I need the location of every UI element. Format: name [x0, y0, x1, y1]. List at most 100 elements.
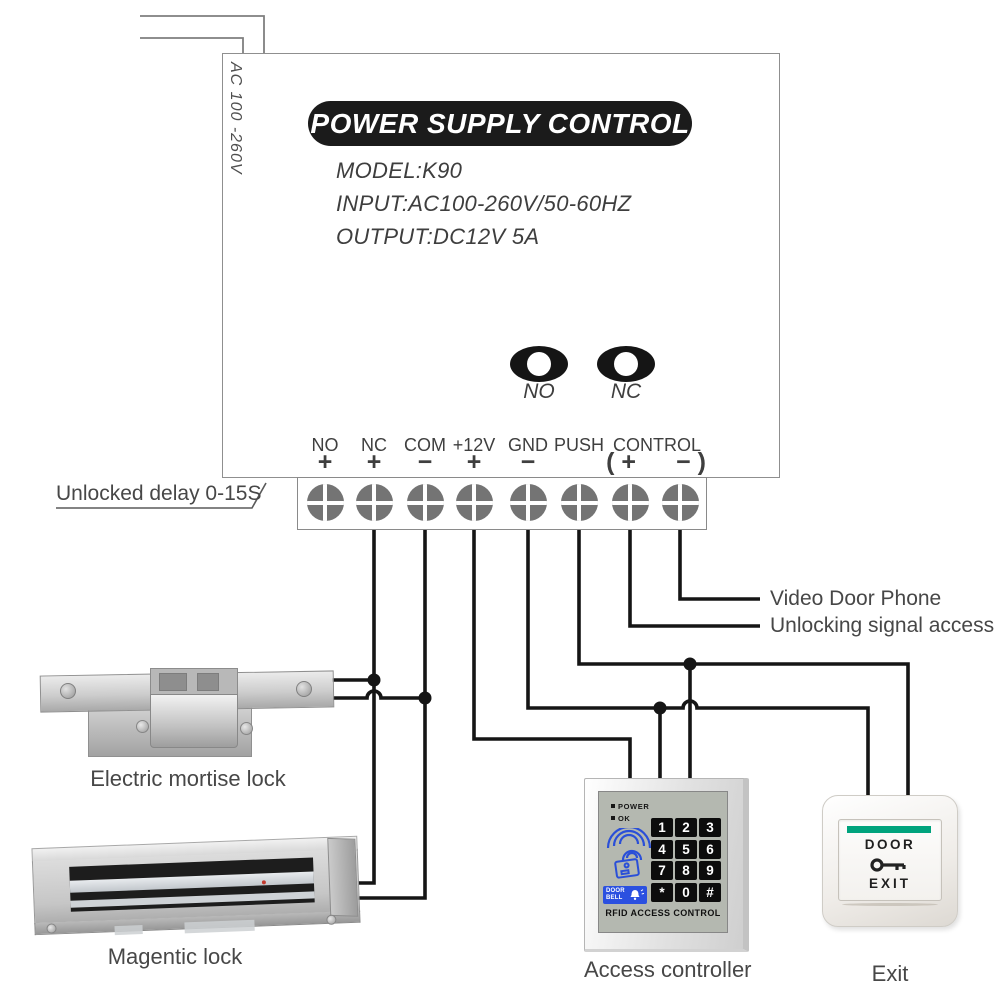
wire-control-minus	[678, 528, 760, 601]
spec-input: INPUT:AC100-260V/50-60HZ	[336, 191, 632, 216]
terminal-screw-nc	[355, 484, 393, 521]
ac-input-label: AC 100 -260V	[227, 62, 244, 175]
terminal-sign: +	[317, 448, 333, 476]
key-4[interactable]: 4	[651, 839, 673, 859]
screw-icon	[240, 722, 253, 735]
key-2[interactable]: 2	[675, 818, 697, 837]
maglock-sticker	[114, 925, 143, 936]
screw-icon	[136, 720, 149, 733]
power-led-dot	[611, 804, 615, 808]
exit-plate-shadow	[842, 903, 938, 906]
terminal-label-12v: +12V	[452, 435, 496, 455]
terminal-sign: −	[417, 448, 433, 476]
ok-led-dot	[611, 816, 615, 820]
exit-exit-text: EXIT	[868, 876, 911, 891]
key-0[interactable]: 0	[675, 882, 697, 902]
keypad: 1 2 3 4 5 6 7 8 9 * 0 #	[651, 818, 721, 902]
key-1[interactable]: 1	[651, 818, 673, 837]
mortise-lock-label: Electric mortise lock	[90, 766, 286, 791]
key-hash[interactable]: #	[699, 882, 721, 902]
wire-mortise-bottom-with-hop	[332, 689, 425, 700]
strike-slot	[159, 673, 187, 691]
terminal-screw-12v	[455, 484, 493, 521]
exit-green-bar	[847, 826, 931, 833]
screw-icon	[296, 681, 312, 697]
terminal-label-control: CONTROL	[612, 435, 702, 455]
key-5[interactable]: 5	[675, 839, 697, 859]
maglock-bar	[31, 835, 361, 936]
terminal-sign-control-minus: − )	[676, 448, 706, 476]
key-6[interactable]: 6	[699, 839, 721, 859]
relay-jumper-nc-icon	[597, 346, 655, 382]
power-supply-title: POWER SUPPLY CONTROL	[308, 101, 692, 146]
rfid-waves-card-icon	[606, 828, 652, 879]
video-door-phone-label: Video Door Phone	[770, 587, 942, 610]
terminal-sign: +	[366, 448, 382, 476]
exit-button-device: DOOR EXIT Exit	[822, 795, 958, 986]
spec-output: OUTPUT:DC12V 5A	[336, 224, 540, 249]
controller-panel: POWER OK DOOR BELL	[598, 791, 728, 933]
terminal-sign-control-plus: ( +	[606, 448, 636, 476]
bell-icon	[630, 889, 645, 900]
junction-dots	[367, 657, 697, 715]
unlocked-delay-label: Unlocked delay 0-15S	[56, 482, 262, 505]
access-controller-label: Access controller	[584, 957, 752, 982]
spec-lines: MODEL:K90 INPUT:AC100-260V/50-60HZ OUTPU…	[336, 154, 631, 253]
terminal-screw-push	[560, 484, 598, 521]
ok-led-row: OK	[611, 814, 630, 823]
maglock-sticker	[184, 919, 255, 934]
junction-dot	[683, 657, 697, 671]
ac-wire-1	[140, 15, 265, 53]
junction-dot	[367, 673, 381, 687]
maglock-end-cap	[327, 837, 359, 917]
jumper-no-label: NO	[523, 380, 555, 403]
magnetic-lock-label: Magentic lock	[107, 944, 243, 969]
terminal-screw-com	[406, 484, 444, 521]
terminal-sign: +	[466, 448, 482, 476]
key-8[interactable]: 8	[675, 861, 697, 880]
terminal-label-gnd: GND	[508, 435, 548, 455]
door-bell-label: DOOR BELL	[606, 888, 625, 901]
junction-dot	[418, 691, 432, 705]
wire-push-to-exit	[577, 528, 910, 801]
maglock-armature-strip	[69, 871, 314, 893]
jumper-nc-label: NC	[610, 380, 642, 403]
junction-dot	[653, 701, 667, 715]
terminal-screw-control-plus	[611, 484, 649, 521]
door-bell-button[interactable]: DOOR BELL	[603, 886, 647, 904]
maglock-recess	[69, 857, 315, 912]
terminal-screw-gnd	[509, 484, 547, 521]
access-controller: POWER OK DOOR BELL	[584, 778, 752, 982]
mortise-strike-frame	[150, 668, 238, 696]
maglock-armature-strip	[70, 891, 315, 908]
terminal-screw-no	[306, 484, 344, 521]
screw-icon	[60, 683, 76, 699]
wire-nc-to-locks	[347, 528, 376, 885]
terminal-sign: −	[520, 448, 536, 476]
ac-wire-2	[140, 37, 244, 53]
strike-slot	[197, 673, 219, 691]
key-7[interactable]: 7	[651, 861, 673, 880]
wire-com-to-locks	[352, 528, 427, 900]
exit-button-label: Exit	[871, 961, 909, 986]
relay-jumper-no-icon	[510, 346, 568, 382]
terminal-label-push: PUSH	[553, 435, 605, 455]
key-9[interactable]: 9	[699, 861, 721, 880]
mortise-latch	[150, 694, 238, 748]
spec-model: MODEL:K90	[336, 158, 463, 183]
key-star[interactable]: *	[651, 882, 673, 902]
rfid-caption: RFID ACCESS CONTROL	[605, 908, 721, 918]
unlocking-signal-label: Unlocking signal access	[770, 614, 995, 637]
terminal-label-nc: NC	[361, 435, 387, 455]
exit-door-text: DOOR	[864, 837, 916, 852]
electric-mortise-lock: Electric mortise lock	[38, 660, 338, 791]
key-3[interactable]: 3	[699, 818, 721, 837]
power-led-row: POWER	[611, 802, 649, 811]
ok-led-label: OK	[618, 814, 631, 823]
terminal-label-no: NO	[311, 435, 339, 455]
wire-gnd-to-exit-with-hop	[526, 528, 870, 801]
exit-push-pad[interactable]: DOOR EXIT	[838, 819, 942, 901]
terminal-label-com: COM	[404, 435, 446, 455]
ac-input-wires	[140, 15, 265, 53]
